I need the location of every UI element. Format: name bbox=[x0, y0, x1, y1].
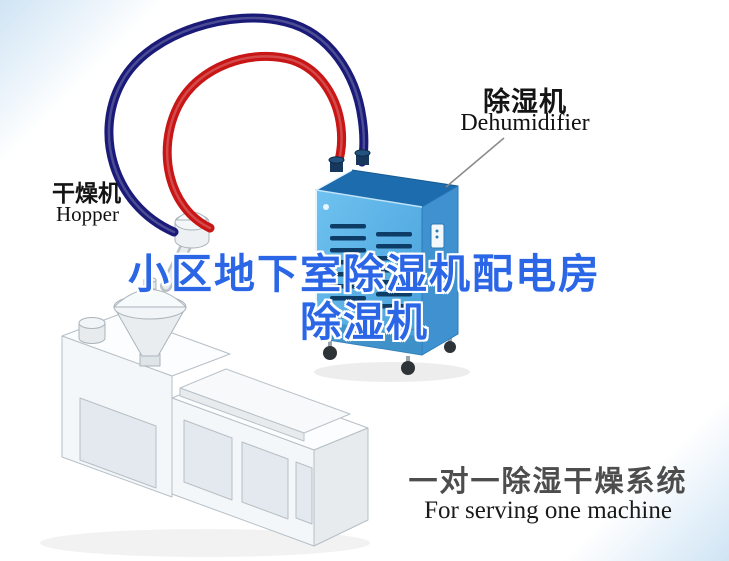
pipe-red-sheen bbox=[165, 55, 343, 230]
dehumidifier-shadow bbox=[314, 362, 470, 382]
hopper-label-cn: 干燥机 bbox=[52, 180, 121, 206]
dehumidifier-label-cn: 除湿机 bbox=[483, 87, 567, 117]
system-caption-cn: 一对一除湿干燥系统 bbox=[408, 466, 688, 498]
dehumidifier-hose-connectors bbox=[328, 149, 371, 172]
pipe-navy bbox=[104, 13, 369, 237]
hopper-dome-lid bbox=[113, 289, 187, 308]
hopper-label-en: Hopper bbox=[56, 202, 119, 226]
page-title-line1: 小区地下室除湿机配电房 bbox=[128, 251, 601, 297]
dehumidifier-illustration bbox=[315, 169, 459, 375]
pipe-navy-sheen bbox=[107, 16, 366, 234]
page-title-line2: 除湿机 bbox=[300, 299, 429, 345]
dehumidifier-vents bbox=[330, 224, 412, 309]
pipe-red bbox=[162, 51, 347, 233]
dehumidifier-label-pointer-line bbox=[445, 137, 505, 188]
hopper-machine-illustration bbox=[61, 211, 369, 547]
dehumidifier-wheels bbox=[323, 336, 456, 375]
system-caption-en: For serving one machine bbox=[424, 497, 672, 524]
dehumidifier-label-en: Dehumidifier bbox=[460, 110, 590, 136]
dehumidifier-logo-dot bbox=[323, 204, 329, 210]
